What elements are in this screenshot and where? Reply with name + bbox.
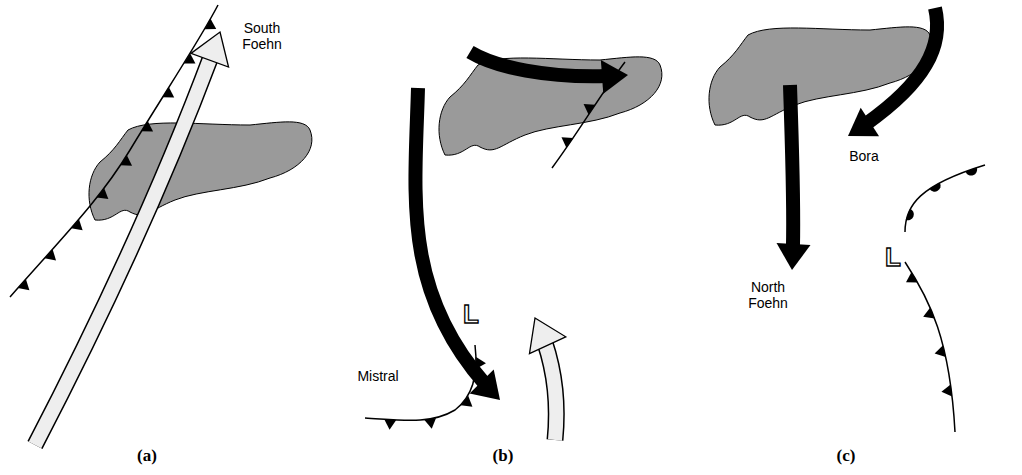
low-symbol: L bbox=[456, 300, 486, 328]
warm-front bbox=[905, 165, 985, 232]
panel-label: (b) bbox=[483, 448, 523, 464]
front-triangle bbox=[584, 104, 596, 115]
arrow-shape bbox=[415, 88, 500, 400]
panel-label: (a) bbox=[127, 448, 167, 464]
front-bump bbox=[929, 183, 940, 192]
north-foehn-arrow bbox=[790, 85, 793, 270]
front-triangle bbox=[97, 188, 109, 199]
front-triangle bbox=[941, 385, 952, 397]
wind-label: South Foehn bbox=[234, 20, 290, 52]
wind-label: North Foehn bbox=[740, 279, 796, 311]
wind-label: Bora bbox=[839, 148, 889, 164]
arrow-shape bbox=[848, 8, 937, 136]
arrow-shape bbox=[470, 52, 628, 94]
alps-region bbox=[709, 27, 932, 125]
south-foehn-arrow bbox=[35, 32, 220, 445]
panel-label: (c) bbox=[826, 448, 866, 464]
front-triangle bbox=[18, 279, 29, 290]
front-triangle bbox=[45, 249, 56, 260]
front-triangle bbox=[935, 345, 946, 357]
front-triangle bbox=[141, 121, 153, 131]
cold-front bbox=[10, 5, 218, 297]
front-bump bbox=[965, 168, 977, 176]
wind-label: Mistral bbox=[343, 368, 413, 384]
front-triangle bbox=[461, 396, 473, 407]
front-bump bbox=[906, 209, 914, 221]
mistral-arrow bbox=[415, 88, 500, 400]
front-triangle bbox=[71, 219, 82, 230]
front-triangle bbox=[205, 19, 217, 29]
front-triangle bbox=[163, 87, 175, 97]
front-triangle bbox=[923, 307, 935, 318]
front-triangle bbox=[561, 137, 573, 148]
low-symbol: L bbox=[878, 243, 908, 271]
alps-region bbox=[89, 122, 312, 220]
arrow-shape bbox=[35, 32, 229, 445]
bora-arrow bbox=[848, 8, 937, 136]
arrow-shape bbox=[777, 85, 811, 270]
front-triangle bbox=[906, 272, 918, 282]
arrow-shape bbox=[529, 318, 565, 440]
front-triangle bbox=[384, 419, 396, 429]
cold-front bbox=[905, 262, 955, 432]
front-triangle bbox=[424, 418, 436, 429]
front-triangle bbox=[120, 155, 132, 165]
